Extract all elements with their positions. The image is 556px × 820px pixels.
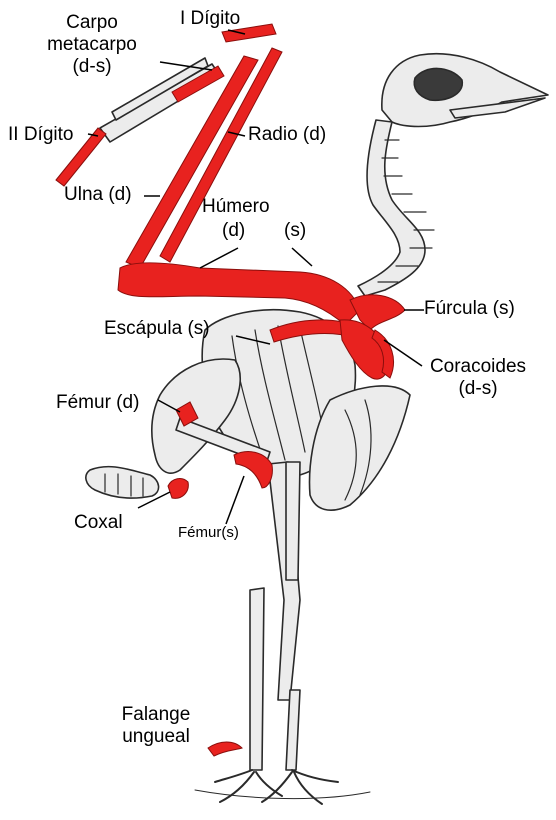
label-digito-2: II Dígito [8, 124, 73, 146]
label-radio: Radio (d) [248, 124, 326, 146]
skeleton-bones [86, 54, 548, 804]
label-carpo-line2: metacarpo [44, 34, 140, 56]
coxal-bone [168, 479, 188, 499]
label-carpo-line1: Carpo [44, 12, 140, 34]
label-humero: Húmero [202, 196, 270, 218]
leader-femur-s [226, 476, 244, 524]
label-humero-s: (s) [284, 220, 306, 242]
label-coracoides-line2: (d-s) [418, 378, 538, 400]
label-coracoides-line1: Coracoides [418, 356, 538, 378]
label-escapula: Escápula (s) [104, 318, 210, 340]
label-falange-line1: Falange [106, 704, 206, 726]
leader-humero-s [292, 248, 312, 266]
label-humero-d: (d) [222, 220, 245, 242]
tibiotarsus-2 [286, 462, 300, 580]
label-femur-d: Fémur (d) [56, 392, 139, 414]
label-carpo-line3: (d-s) [44, 56, 140, 78]
tail-vertebrae [86, 467, 159, 498]
label-digito-1: I Dígito [180, 8, 240, 30]
label-falange-ungueal: Falange ungueal [106, 704, 206, 748]
skull-orbit [414, 68, 462, 100]
neck-vertebrae [358, 120, 425, 296]
label-coracoides: Coracoides (d-s) [418, 356, 538, 400]
label-coxal: Coxal [74, 512, 123, 534]
label-carpo-metacarpo: Carpo metacarpo (d-s) [44, 12, 140, 78]
tarsometatarsus-2 [286, 690, 300, 770]
ground-shadow [195, 790, 370, 799]
leader-humero-d [200, 248, 238, 268]
label-falange-line2: ungueal [106, 726, 206, 748]
ungual-phalanx-bone [208, 742, 242, 756]
tarsometatarsus [250, 588, 264, 770]
label-furcula: Fúrcula (s) [424, 298, 515, 320]
label-femur-s: Fémur(s) [178, 524, 239, 542]
label-ulna: Ulna (d) [64, 184, 132, 206]
